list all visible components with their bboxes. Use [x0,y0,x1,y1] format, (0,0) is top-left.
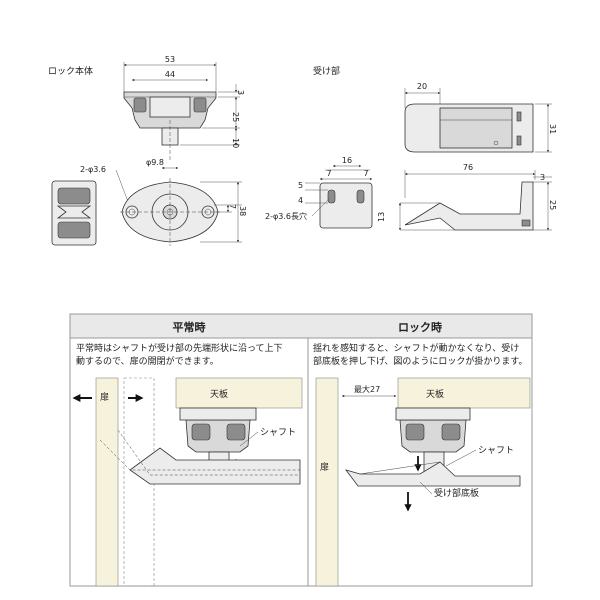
panel-lock-header: ロック時 [398,320,442,334]
shaft-label-lock: シャフト [478,446,514,456]
dim-side-16: 16 [342,156,352,165]
operation-panels: 平常時 平常時はシャフトが受け部の先端形状に沿って上下 動するので、扉の開閉がで… [69,313,533,587]
dim-top: 3 [236,90,245,95]
receiver-side-view: 76 13 3 25 [377,163,557,231]
lock-body-top-view: 7 38 [120,178,247,246]
dim-top-height: 31 [548,124,557,134]
max-label: 最大27 [354,384,380,394]
dim-side-4: 4 [298,196,303,205]
board-label-normal: 天板 [210,388,228,400]
panels-frame [69,313,533,587]
panel-normal: 平常時 平常時はシャフトが受け部の先端形状に沿って上下 動するので、扉の開閉がで… [72,320,303,587]
lock-body-front-view: 53 44 3 25 10 [123,55,245,160]
board-lock [397,377,531,409]
dim-shaft-dia: φ9.8 [146,158,164,167]
dim-hole-label: 2-φ3.6 [80,165,106,174]
door-lock [315,377,339,587]
dim-width-inner: 44 [165,70,175,79]
door-normal [95,377,119,587]
lock-body-drawing: ロック本体 53 44 3 25 [48,55,247,246]
receiver-title: 受け部 [313,65,340,77]
door-label-lock: 扉 [320,461,329,473]
receiver-front-view: 16 7 7 5 4 2-φ3.6長穴 [265,156,373,229]
panel-lock-desc-2: 部底板を押し下げ、図のようにロックが掛かります。 [313,355,527,367]
panel-normal-header: 平常時 [173,320,206,334]
shaft-label-normal: シャフト [260,428,296,438]
panel-lock: ロック時 揺れを感知すると、シャフトが動かなくなり、受け 部底板を押し下げ、図の… [313,320,531,587]
board-label-lock: 天板 [426,388,444,400]
dim-shaft-len: 10 [231,138,240,148]
dim-h3: 3 [540,173,545,182]
dim-height-total: 38 [238,206,247,216]
door-label-normal: 扉 [100,391,109,403]
panel-normal-desc-1: 平常時はシャフトが受け部の先端形状に沿って上下 [76,342,283,354]
dim-h13: 13 [377,212,386,222]
dim-top-width: 20 [417,82,427,91]
receiver-top-view: 20 31 [404,82,557,153]
lock-body-title: ロック本体 [48,65,93,77]
dim-side-5: 5 [298,181,303,190]
receiver-drawing: 受け部 20 31 16 7 7 [265,65,557,231]
dim-hole-slot: 2-φ3.6長穴 [265,211,307,221]
panel-normal-desc-2: 動するので、扉の開閉ができます。 [76,355,219,367]
panel-lock-desc-1: 揺れを感知すると、シャフトが動かなくなり、受け [313,342,519,354]
dim-height-body: 25 [231,112,240,122]
dim-side-7a: 7 [326,169,331,178]
dim-length: 76 [463,163,473,172]
dim-side-7b: 7 [363,169,368,178]
dim-h25: 25 [548,200,557,210]
dim-width-outer: 53 [165,55,175,64]
dim-offset: 7 [228,204,237,209]
bottom-plate-label: 受け部底板 [434,487,479,499]
board-normal [175,377,303,409]
lock-body-side-view [51,180,97,246]
